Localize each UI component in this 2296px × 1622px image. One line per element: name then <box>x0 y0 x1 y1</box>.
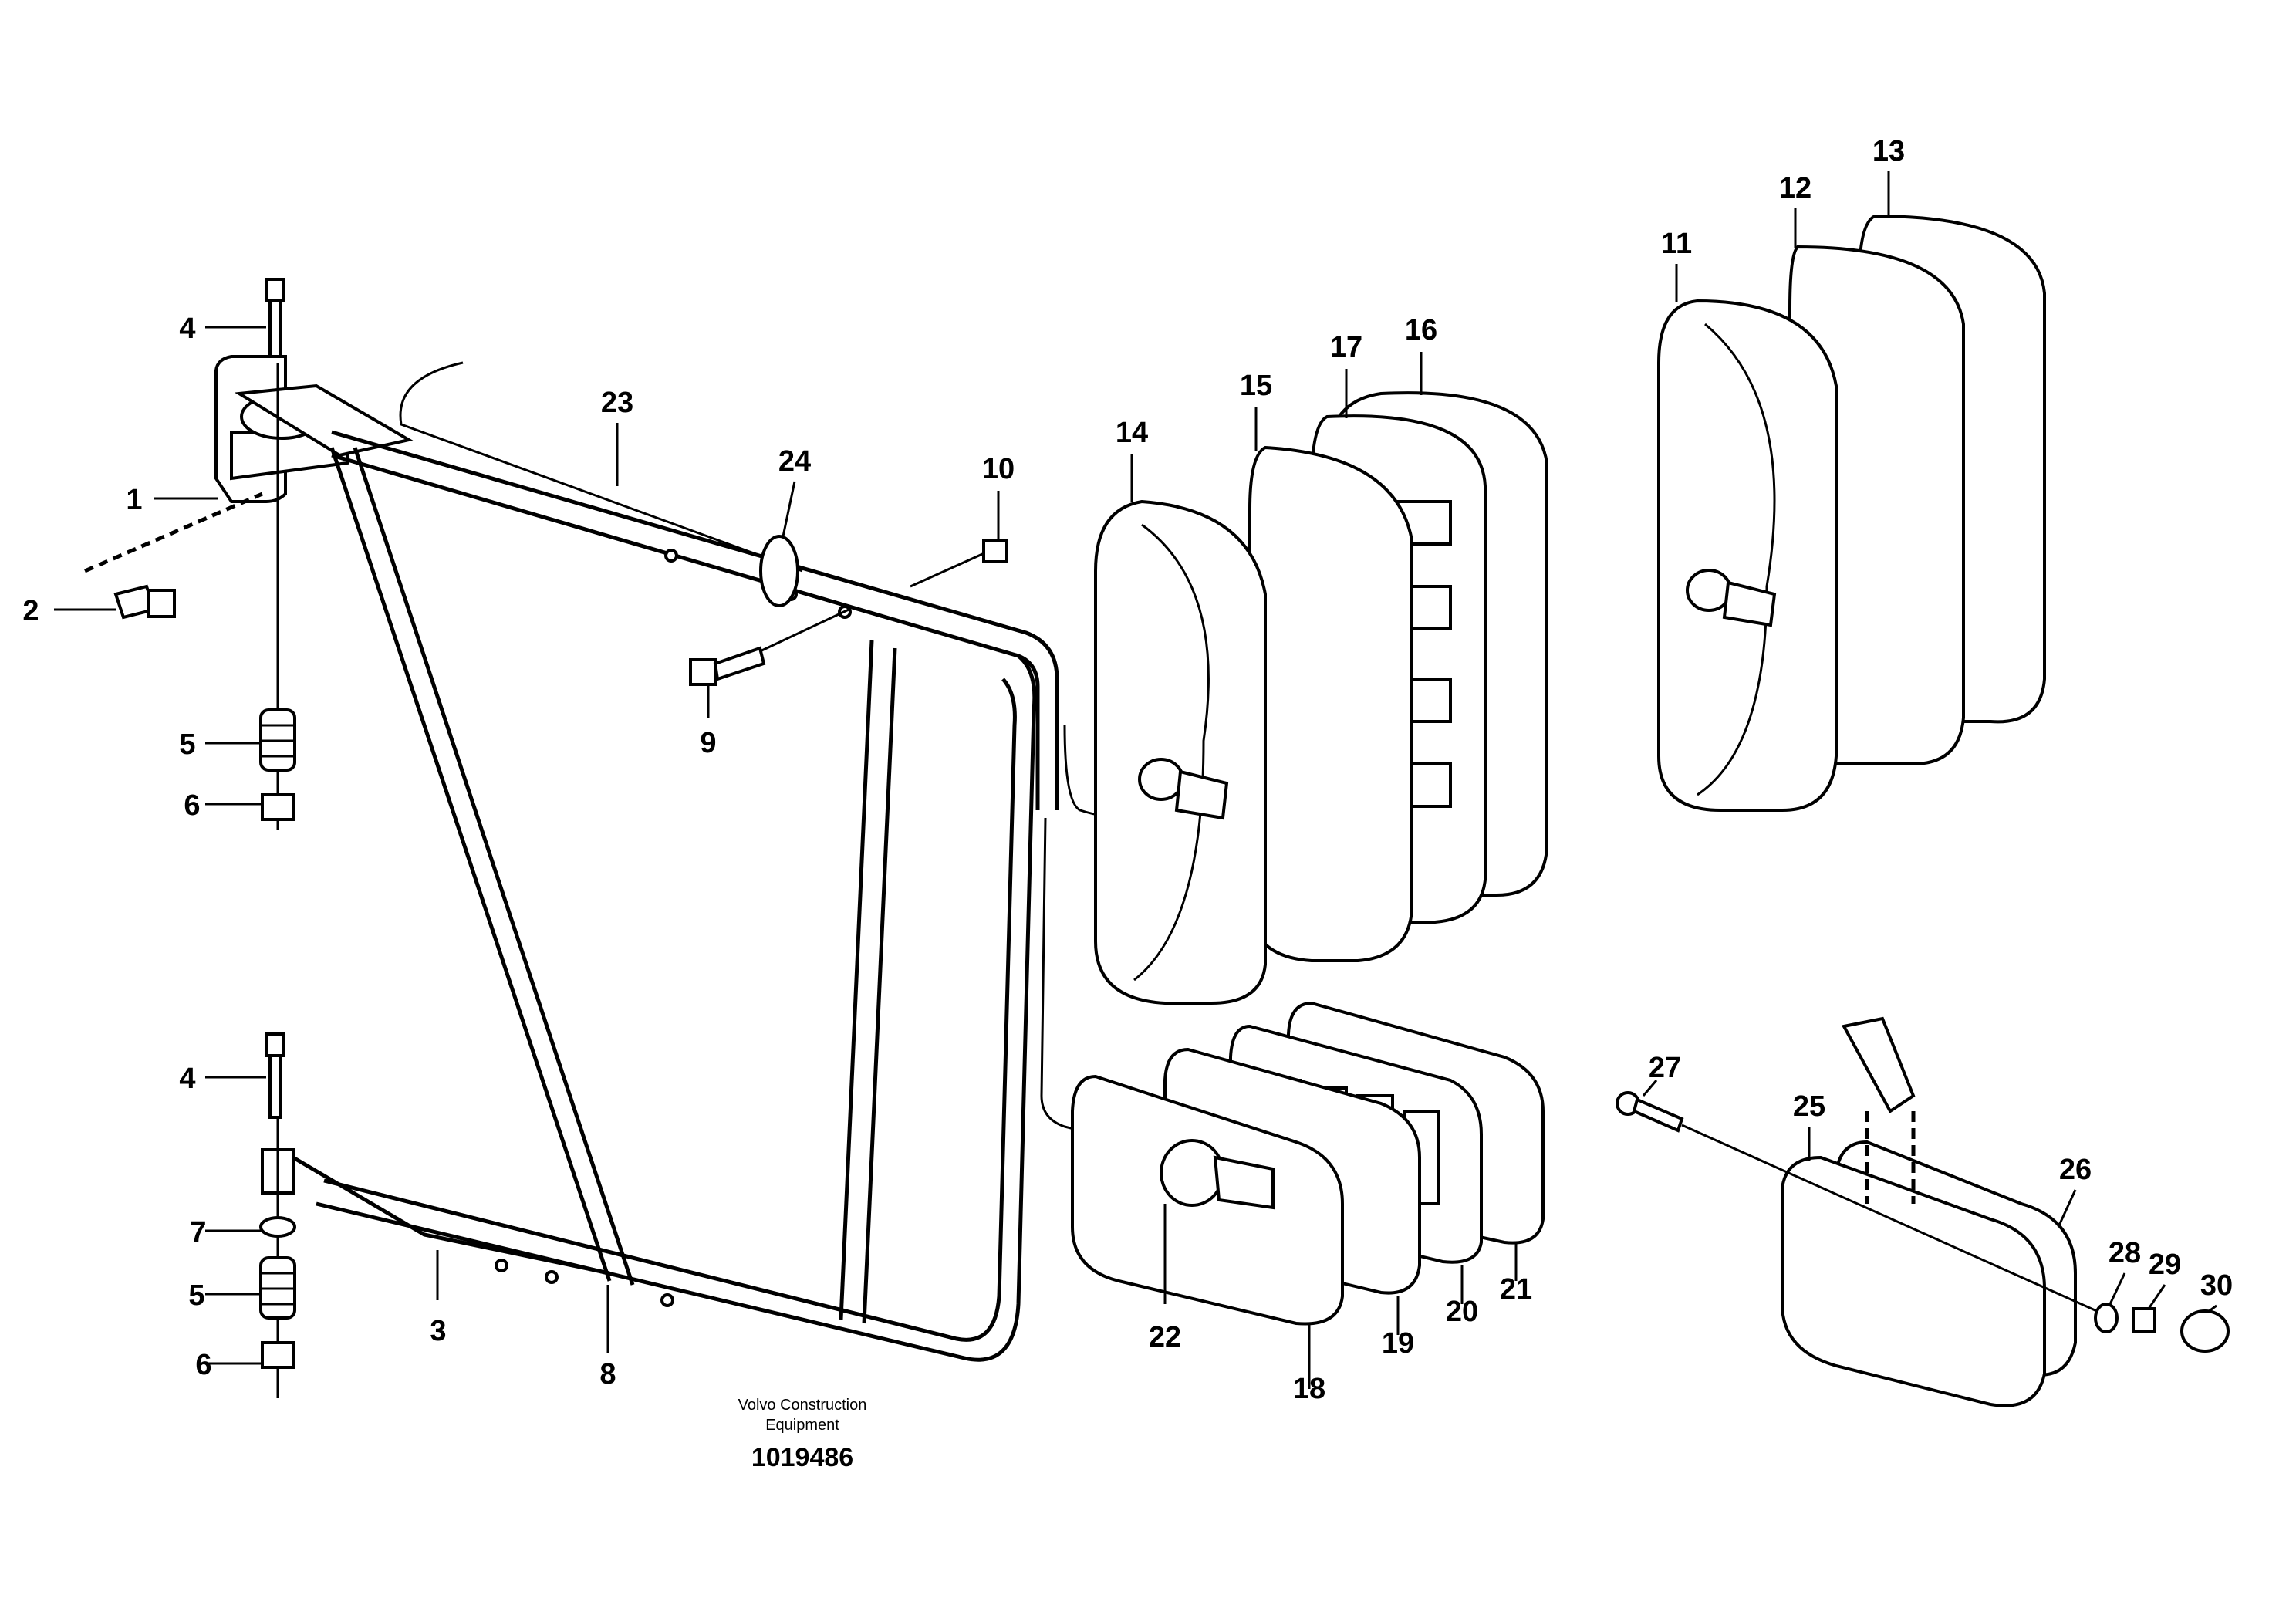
washer <box>2094 1303 2119 1333</box>
lower-small-mirror-stack <box>1071 1001 1545 1326</box>
frame-inner-rail <box>323 678 1017 1342</box>
part-number-labels: 1 2 3 4 4 5 5 6 6 7 8 9 10 11 12 13 14 1… <box>22 135 2233 1405</box>
part-label-10: 10 <box>982 453 1015 485</box>
part-label-30: 30 <box>2200 1269 2233 1302</box>
vertical-strut-edge <box>862 647 897 1324</box>
part-label-17: 17 <box>1330 331 1362 363</box>
housing-contour <box>1697 323 1776 796</box>
part-label-26: 26 <box>2059 1154 2092 1186</box>
screw-head <box>689 658 717 686</box>
diagonal-strut <box>329 447 612 1282</box>
part-label-5-bottom: 5 <box>188 1279 204 1312</box>
nut-axis <box>910 550 988 588</box>
part-label-3: 3 <box>430 1315 446 1347</box>
part-label-23: 23 <box>601 387 633 419</box>
part-label-27: 27 <box>1649 1052 1681 1084</box>
mirror-cable-lower <box>1040 817 1096 1136</box>
arm-hole <box>660 1293 674 1307</box>
knob-clamp <box>1213 1155 1275 1210</box>
washer <box>259 1216 296 1238</box>
part-label-18: 18 <box>1293 1373 1325 1405</box>
mirror-housing-14 <box>1094 499 1267 1005</box>
part-label-8: 8 <box>599 1358 616 1391</box>
part-label-25: 25 <box>1793 1090 1825 1123</box>
drawing-caption: Volvo Construction Equipment 1019486 <box>633 1395 972 1473</box>
part-label-5-top: 5 <box>179 728 195 761</box>
part-label-7: 7 <box>190 1216 206 1249</box>
mirror-pivot <box>1138 758 1184 801</box>
part-label-12: 12 <box>1779 172 1811 204</box>
pivot-clamp <box>1722 580 1777 627</box>
diagonal-strut-edge <box>353 447 635 1286</box>
mirror-arm-frame <box>292 361 1135 1362</box>
upper-arm-tube <box>331 430 1059 810</box>
part-label-14: 14 <box>1116 417 1148 449</box>
part-label-22: 22 <box>1149 1321 1181 1353</box>
mirror-pivot <box>1686 569 1732 612</box>
part-label-24: 24 <box>778 445 811 478</box>
cable-tie <box>759 535 799 607</box>
arm-hole <box>664 549 678 563</box>
part-label-15: 15 <box>1240 370 1272 402</box>
screw-shank <box>713 646 766 681</box>
screw-axis <box>84 492 263 573</box>
arm-top-clamp <box>234 384 414 458</box>
mirror-cable <box>399 361 803 573</box>
part-label-4-top: 4 <box>179 313 195 345</box>
pivot-clamp <box>1174 769 1229 820</box>
part-label-6-top: 6 <box>184 789 200 822</box>
arm-hole <box>495 1259 508 1272</box>
part-label-1: 1 <box>126 484 142 516</box>
nut <box>982 539 1008 563</box>
part-label-4-bottom: 4 <box>179 1063 195 1095</box>
part-label-28: 28 <box>2109 1237 2141 1269</box>
main-mirror-stack <box>1094 391 1548 1005</box>
upper-arm-tube-edge <box>331 453 1040 810</box>
brand-line-1: Volvo Construction <box>738 1397 867 1414</box>
housing-contour <box>1133 523 1210 982</box>
protective-cap <box>2180 1309 2230 1353</box>
leader-lines <box>54 171 2217 1389</box>
arm-hole <box>545 1270 559 1284</box>
frame-outer-rail <box>316 654 1037 1362</box>
bolt-head <box>265 1032 285 1057</box>
bolt-shank <box>1632 1097 1684 1133</box>
bolt-head <box>265 278 285 302</box>
mirror-housing-11 <box>1657 299 1838 812</box>
vertical-strut <box>839 640 874 1320</box>
drawing-number: 1019486 <box>751 1443 854 1472</box>
brand-line-2: Equipment <box>765 1417 839 1434</box>
part-label-11: 11 <box>1661 228 1692 260</box>
mirror-housing-25 <box>1781 1155 2046 1407</box>
part-label-21: 21 <box>1500 1273 1532 1306</box>
screw-head <box>147 589 176 618</box>
part-label-19: 19 <box>1382 1327 1414 1360</box>
bolt-shank <box>268 299 282 364</box>
nut <box>261 1341 295 1369</box>
bottom-mount-assembly <box>259 1032 296 1398</box>
part-label-20: 20 <box>1446 1296 1478 1328</box>
bolt-shank <box>268 1054 282 1119</box>
part-label-13: 13 <box>1872 135 1905 167</box>
part-label-16: 16 <box>1405 314 1437 346</box>
nut <box>2132 1307 2156 1333</box>
lower-right-mirror-assembly <box>1616 1016 2230 1407</box>
part-label-6-bottom: 6 <box>195 1349 211 1381</box>
adjust-knob-22 <box>1160 1139 1224 1207</box>
bolt-axis <box>1681 1124 2099 1313</box>
lower-arm <box>292 1155 610 1276</box>
nut <box>261 793 295 821</box>
mirror-seal-15 <box>1248 445 1413 962</box>
upper-right-mirror-stack <box>1657 214 2046 812</box>
part-label-29: 29 <box>2149 1249 2181 1281</box>
top-mount-assembly <box>84 278 414 830</box>
part-label-9: 9 <box>700 727 716 759</box>
part-label-2: 2 <box>22 595 39 627</box>
mirror-mount-bracket <box>1841 1016 1916 1113</box>
